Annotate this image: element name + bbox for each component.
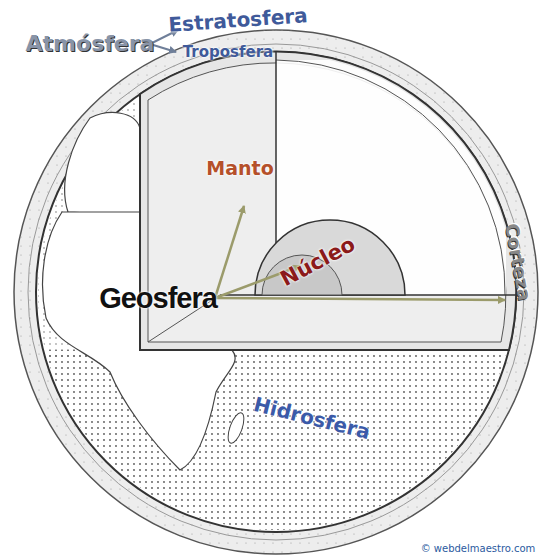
layer-label: Manto [206,159,273,178]
ocean-stipple [0,350,551,560]
layer-label: Troposfera [183,45,273,60]
europe-land [65,113,140,215]
sphere-label: Geosfera [99,284,217,313]
leader-arrow [215,298,505,300]
outer-core [255,220,405,295]
leader-arrow [215,206,244,298]
madagascar-land [225,411,247,445]
watermark: © webdelmaestro.com [421,544,536,554]
sphere-label: Atmósfera [26,33,155,55]
